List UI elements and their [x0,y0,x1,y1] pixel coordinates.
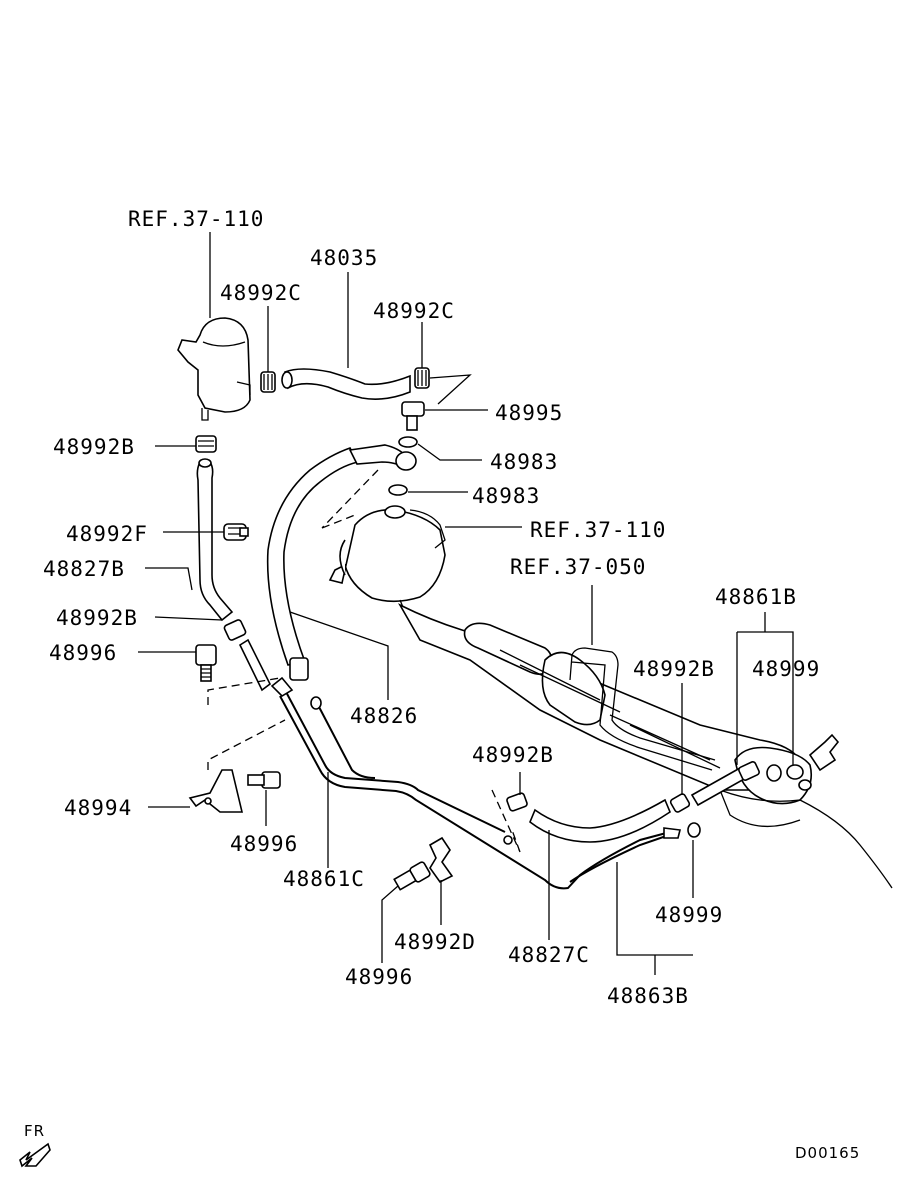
reservoir-tank[interactable] [177,317,251,421]
bracket-48994[interactable] [188,769,244,813]
clamp-48992c-left[interactable] [260,371,276,393]
label-48992b-right[interactable]: 48992B [633,657,715,681]
label-48861b[interactable]: 48861B [715,585,797,609]
clamp-48992c-right[interactable] [414,367,430,389]
clamp-48992f[interactable] [223,523,249,541]
hose-48827b[interactable] [196,458,234,622]
label-48999-right[interactable]: 48999 [752,657,820,681]
fr-label: FR [24,1122,45,1140]
label-48983-lower[interactable]: 48983 [472,484,540,508]
hose-48826[interactable] [266,444,417,681]
clamp-48992b-mid-left[interactable] [223,619,247,641]
pipe-48861b[interactable] [690,761,760,807]
washer-48999-right[interactable] [766,764,782,782]
clamp-48992d[interactable] [428,836,454,884]
return-pipe-stub [238,638,272,692]
washer-48983-lower[interactable] [388,484,408,496]
hose-48035[interactable] [281,368,411,400]
label-48992b-mid-left[interactable]: 48992B [56,606,138,630]
clamp-48992b-upper[interactable] [195,435,217,453]
label-48992d[interactable]: 48992D [394,930,476,954]
hose-48827c[interactable] [529,798,671,843]
label-48861c[interactable]: 48861C [283,867,365,891]
bolt-48996-left[interactable] [195,644,217,682]
pipe-48863b[interactable] [569,827,681,883]
label-48827c[interactable]: 48827C [508,943,590,967]
label-48996-bottom[interactable]: 48996 [345,965,413,989]
washer-48983-upper[interactable] [398,436,418,448]
bolt-48996-bottom[interactable] [393,861,431,891]
label-ref-37-050[interactable]: REF.37-050 [510,555,646,579]
label-48992b-center[interactable]: 48992B [472,743,554,767]
washer-48999-bottom[interactable] [687,822,701,838]
label-48035[interactable]: 48035 [310,246,378,270]
bolt-48995[interactable] [401,401,425,431]
label-ref-37-110-top[interactable]: REF.37-110 [128,207,264,231]
label-48826[interactable]: 48826 [350,704,418,728]
clamp-48992b-center[interactable] [506,792,528,812]
label-48999-bottom[interactable]: 48999 [655,903,723,927]
part-labels: REF.37-110 48035 48992C 48992C 48995 489… [43,207,820,1008]
label-ref-37-110-mid[interactable]: REF.37-110 [530,518,666,542]
label-48983-upper[interactable]: 48983 [490,450,558,474]
label-48992c-right[interactable]: 48992C [373,299,455,323]
pipe-ref-37-050 [569,647,716,771]
front-arrow-icon [19,1142,51,1168]
label-48994[interactable]: 48994 [64,796,132,820]
bolt-48996-center[interactable] [247,771,281,789]
label-48996-center[interactable]: 48996 [230,832,298,856]
label-48992b-upper[interactable]: 48992B [53,435,135,459]
label-48863b[interactable]: 48863B [607,984,689,1008]
diagram-id: D00165 [795,1144,860,1162]
front-direction-indicator: FR [19,1122,51,1168]
label-48996-left[interactable]: 48996 [49,641,117,665]
label-48995[interactable]: 48995 [495,401,563,425]
leader-lines [138,232,794,975]
label-48992f[interactable]: 48992F [66,522,148,546]
pipe-48861c[interactable] [270,676,671,890]
power-steering-pump[interactable] [328,505,446,621]
clamp-48992b-right[interactable] [669,793,691,813]
label-48827b[interactable]: 48827B [43,557,125,581]
label-48992c-left[interactable]: 48992C [220,281,302,305]
